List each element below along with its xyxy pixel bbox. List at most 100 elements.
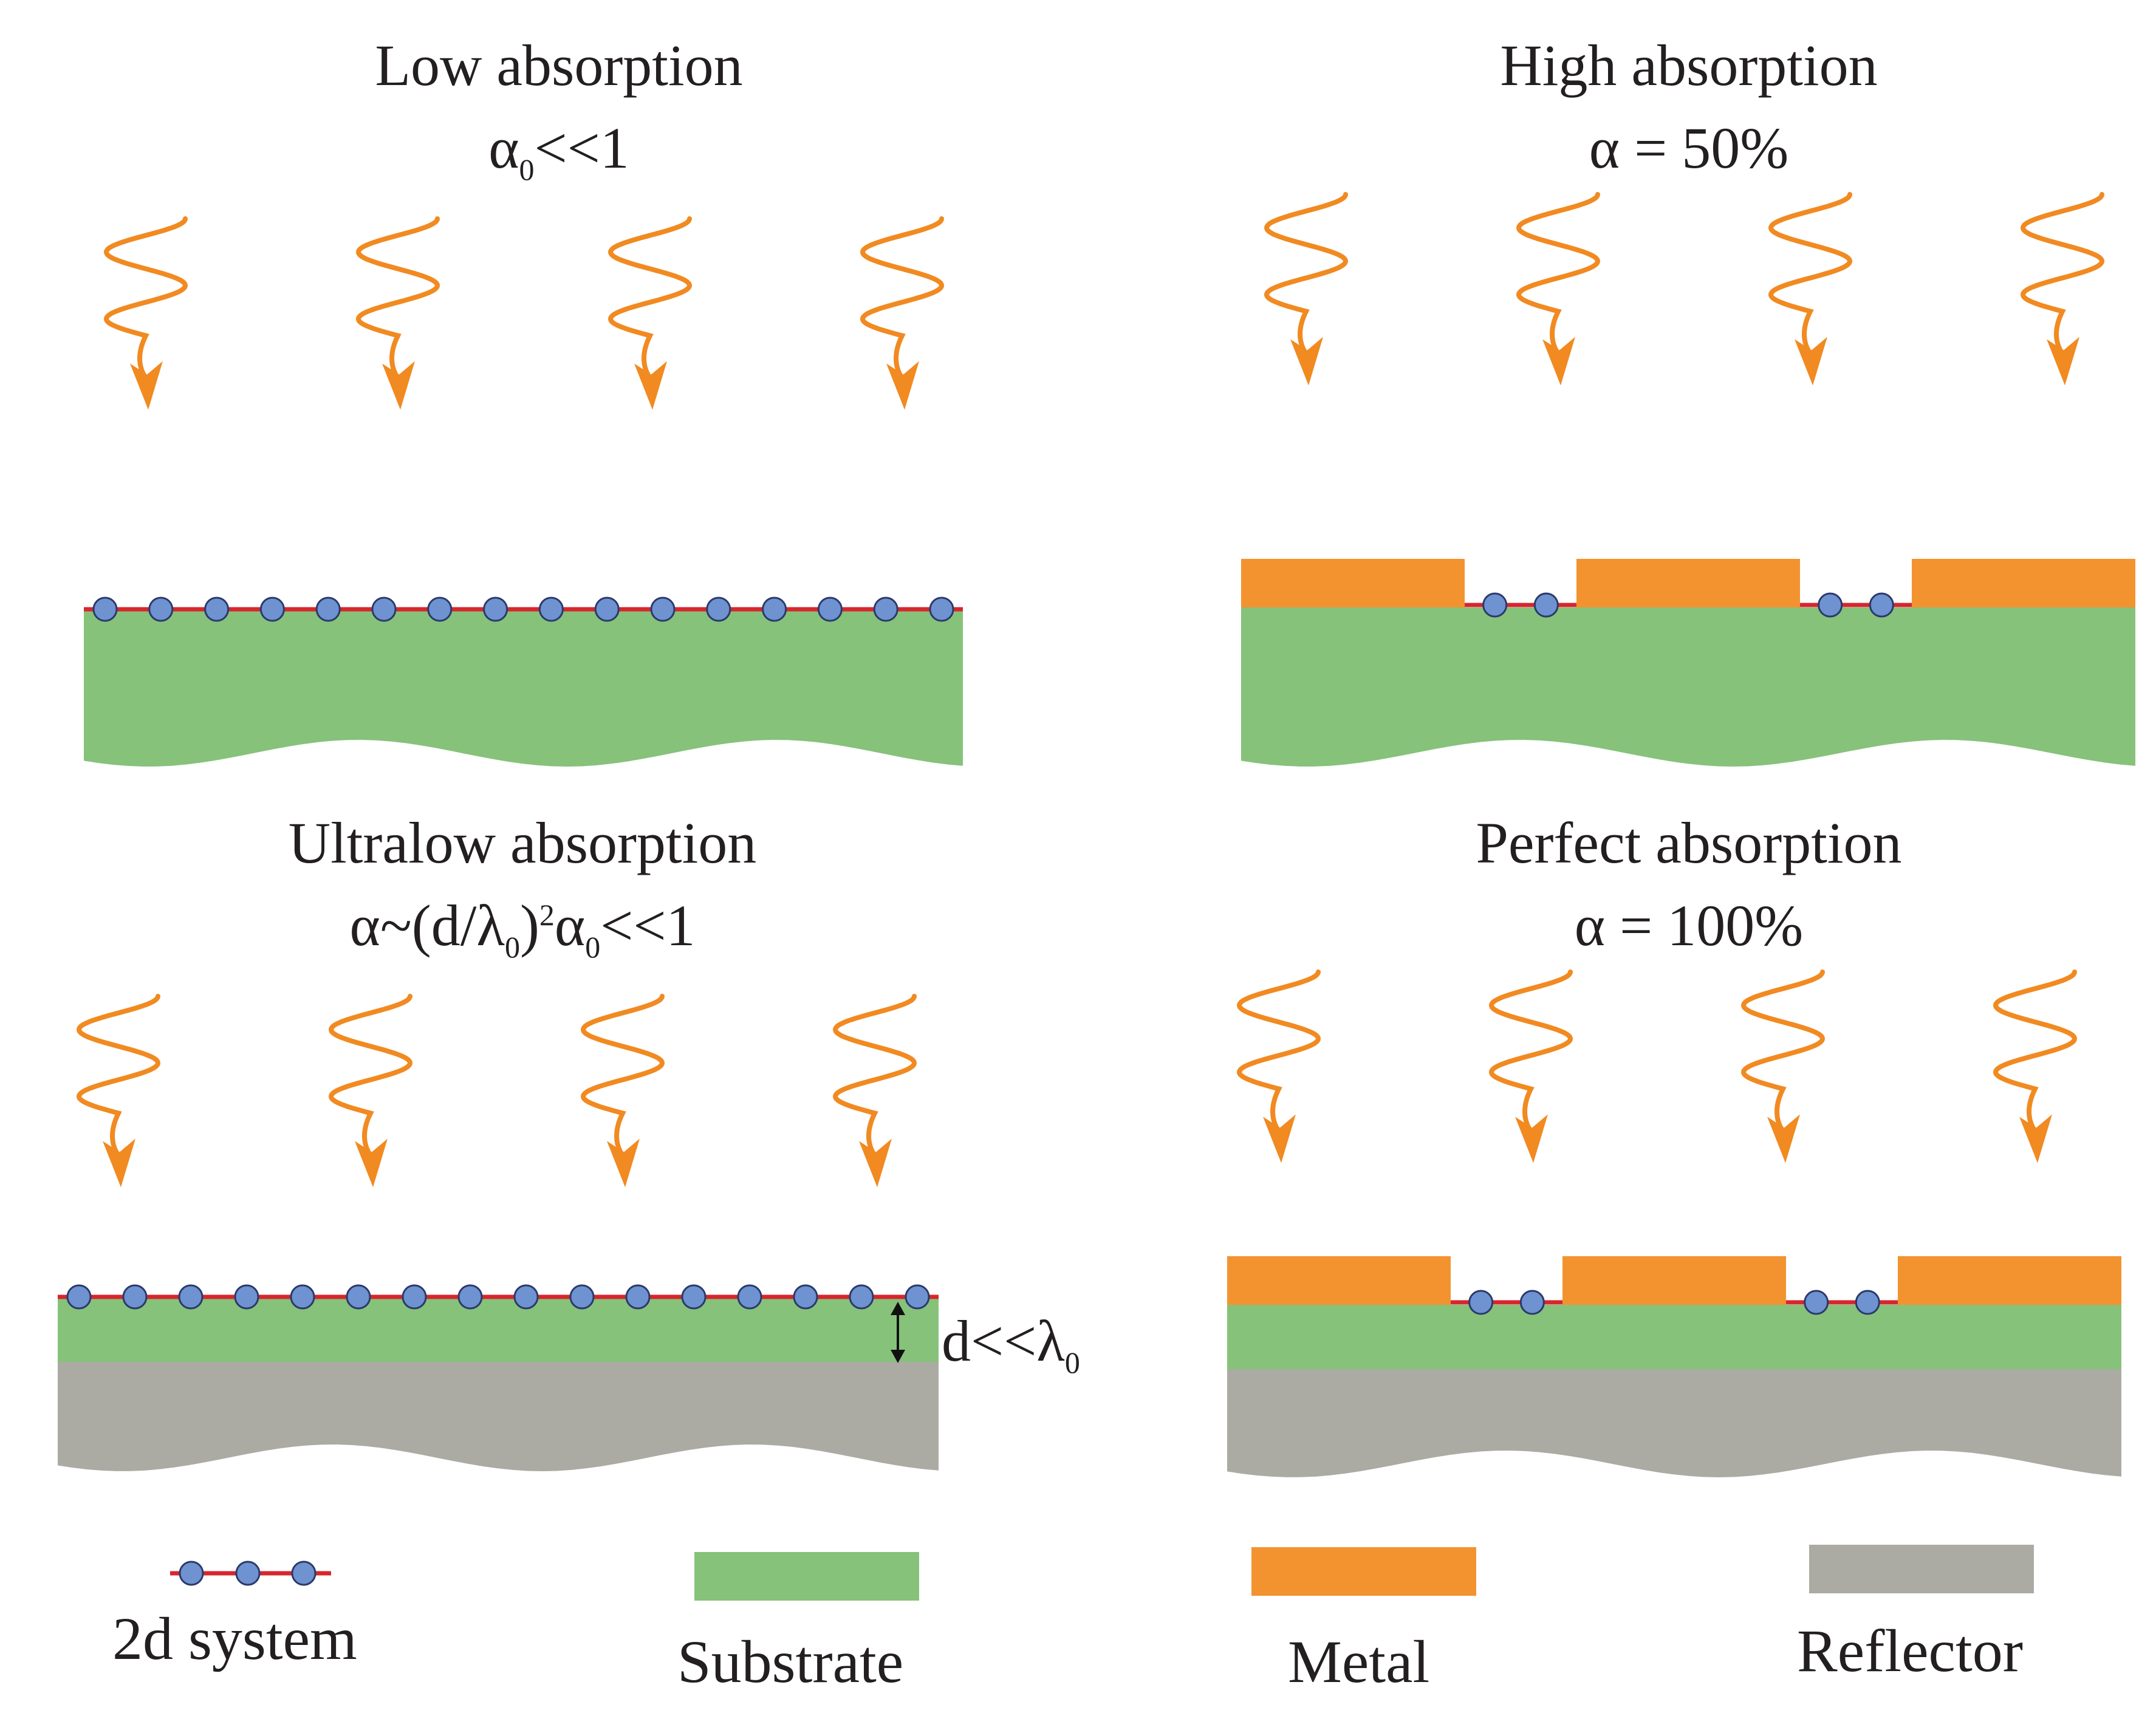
two-d-dot	[513, 1284, 539, 1310]
legend-substrate-swatch	[694, 1552, 919, 1601]
title-ultralow-absorption: Ultralow absorption α~(d/λ0)2α0<<1	[231, 814, 814, 963]
reflector-bl	[58, 1361, 939, 1471]
two-d-dot	[706, 597, 731, 622]
two-d-dot	[569, 1284, 595, 1310]
two-d-dot	[457, 1284, 483, 1310]
two-d-dot	[681, 1284, 707, 1310]
photon-arrow-br-2	[1488, 969, 1573, 1134]
substrate-tl	[84, 609, 963, 767]
thickness-arrow-head-bottom	[891, 1350, 905, 1363]
two-d-dot	[737, 1284, 762, 1310]
photon-arrow-tr-1	[1264, 192, 1349, 357]
two-d-layer-br-gap-1-dot	[1468, 1290, 1494, 1315]
photon-arrow-tl-1	[103, 216, 188, 381]
two-d-dot	[346, 1284, 371, 1310]
two-d-dot	[259, 597, 285, 622]
two-d-layer-tr-gap-2-dot	[1869, 592, 1894, 618]
photon-arrow-br-2-head	[1515, 1114, 1548, 1163]
photon-arrow-br-1-head	[1263, 1114, 1296, 1163]
legend-reflector-swatch	[1809, 1545, 2034, 1593]
photon-arrow-tr-1-head	[1290, 337, 1323, 386]
two-d-dot	[427, 597, 453, 622]
formula-high-absorption: α = 50%	[1589, 115, 1789, 180]
thickness-arrow-head-top	[891, 1302, 905, 1315]
two-d-dot	[793, 1284, 818, 1310]
two-d-layer-br-gap-1-dot	[1519, 1290, 1545, 1315]
two-d-dot	[594, 597, 620, 622]
photon-arrow-bl-1	[76, 994, 161, 1158]
formula-low-absorption: α0<<1	[488, 115, 629, 187]
two-d-dot	[817, 597, 843, 622]
legend-2d-system-dot	[235, 1561, 261, 1586]
photon-arrow-br-3-head	[1767, 1114, 1800, 1163]
two-d-dot	[371, 597, 397, 622]
photon-arrow-tr-2-head	[1542, 337, 1575, 386]
substrate-tr	[1241, 607, 2135, 767]
title-high-absorption: High absorption α = 50%	[1476, 36, 1901, 177]
two-d-dot	[762, 597, 787, 622]
two-d-dot	[234, 1284, 259, 1310]
metal-tr-2	[1576, 559, 1800, 607]
photon-arrow-br-3	[1740, 969, 1826, 1134]
photon-arrow-bl-4	[832, 994, 917, 1158]
photon-arrow-bl-3	[580, 994, 665, 1158]
legend-metal-label: Metal	[1288, 1628, 1430, 1695]
legend-2d-system-dot	[179, 1561, 204, 1586]
substrate-bl	[58, 1297, 939, 1362]
photon-arrow-tr-4	[2020, 192, 2105, 357]
photon-arrow-tl-4	[860, 216, 945, 381]
two-d-dot	[873, 597, 898, 622]
two-d-dot	[148, 597, 174, 622]
legend-2d-system-dot	[291, 1561, 317, 1586]
two-d-dot	[122, 1284, 148, 1310]
photon-arrow-tl-3-head	[634, 361, 667, 410]
photon-arrow-tr-3-head	[1795, 337, 1827, 386]
photon-arrow-bl-2	[328, 994, 413, 1158]
photon-arrow-tl-4-head	[886, 361, 919, 410]
two-d-dot	[402, 1284, 427, 1310]
two-d-dot	[650, 597, 676, 622]
metal-br-2	[1562, 1256, 1786, 1305]
two-d-layer-tr-gap-1-dot	[1533, 592, 1559, 618]
photon-arrow-tr-3	[1768, 192, 1853, 357]
photon-arrow-br-1	[1236, 969, 1321, 1134]
two-d-dot	[315, 597, 341, 622]
photon-arrow-bl-4-head	[859, 1138, 892, 1188]
two-d-dot	[538, 597, 564, 622]
photon-arrow-tr-2	[1516, 192, 1601, 357]
photon-arrow-bl-2-head	[355, 1138, 388, 1188]
photon-arrow-tr-4-head	[2047, 337, 2079, 386]
metal-br-3	[1898, 1256, 2121, 1305]
two-d-dot	[290, 1284, 315, 1310]
thickness-label: d<<λ0	[942, 1308, 1080, 1380]
metal-tr-3	[1912, 559, 2135, 607]
two-d-dot	[929, 597, 954, 622]
photon-arrow-br-4	[1993, 969, 2078, 1134]
legend-metal-swatch	[1251, 1547, 1476, 1596]
substrate-br	[1227, 1305, 2121, 1369]
legend-substrate-label: Substrate	[677, 1628, 904, 1695]
photon-arrow-bl-1-head	[103, 1138, 135, 1188]
two-d-layer-br-gap-2-dot	[1804, 1290, 1829, 1315]
photon-arrow-br-4-head	[2019, 1114, 2052, 1163]
two-d-dot	[625, 1284, 651, 1310]
two-d-dot	[92, 597, 118, 622]
photon-arrow-tl-1-head	[130, 361, 163, 410]
two-d-dot	[905, 1284, 930, 1310]
reflector-br	[1227, 1368, 2121, 1477]
two-d-layer-tr-gap-1-dot	[1482, 592, 1508, 618]
title-perfect-absorption-text: Perfect absorption	[1476, 810, 1902, 875]
two-d-dot	[66, 1284, 92, 1310]
two-d-dot	[849, 1284, 874, 1310]
two-d-dot	[483, 597, 508, 622]
photon-arrow-tl-3	[607, 216, 693, 381]
metal-tr-1	[1241, 559, 1465, 607]
legend-reflector-label: Reflector	[1797, 1617, 2024, 1684]
photon-arrow-tl-2	[355, 216, 440, 381]
title-perfect-absorption: Perfect absorption α = 100%	[1446, 814, 1932, 955]
photon-arrow-bl-3-head	[607, 1138, 640, 1188]
photon-arrow-tl-2-head	[382, 361, 415, 410]
two-d-layer-tr-gap-2-dot	[1818, 592, 1843, 618]
formula-perfect-absorption: α = 100%	[1574, 893, 1804, 958]
